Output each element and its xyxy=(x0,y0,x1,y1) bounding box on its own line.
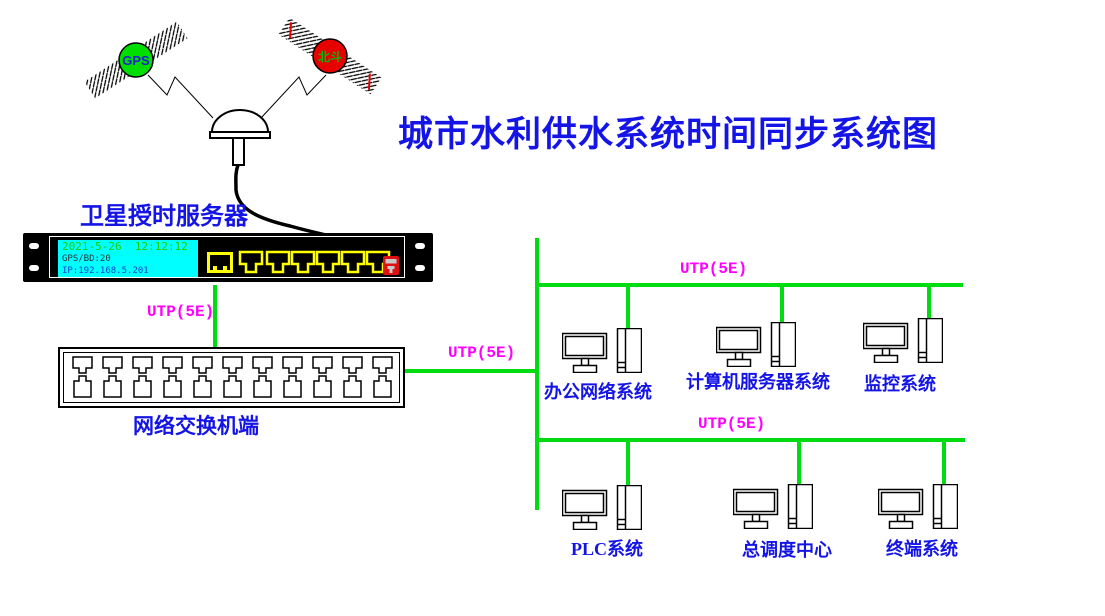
computer-icon xyxy=(562,328,642,373)
computer-icon xyxy=(878,484,958,529)
time-server-label: 卫星授时服务器 xyxy=(80,204,248,230)
gps-signal-zigzag xyxy=(147,74,214,119)
network-switch xyxy=(58,347,405,408)
utp-label-top-bus: UTP(5E) xyxy=(680,260,748,278)
switch-port-pair-icon xyxy=(312,356,333,398)
drop-cable-dispatch xyxy=(797,442,801,486)
cable-switch-to-backbone xyxy=(405,369,537,373)
time-server-rack: 2021-5-26 12:12:12 GPS/BD:20 IP:192.168.… xyxy=(23,233,433,282)
rj45-jack-icon xyxy=(207,252,233,273)
drop-cable-terminal xyxy=(942,442,946,486)
lcd-signal-count: GPS/BD:20 xyxy=(62,254,111,264)
switch-port-pair-icon xyxy=(252,356,273,398)
switch-port-pair-icon xyxy=(162,356,183,398)
drop-cable-plc xyxy=(626,442,630,487)
rj45-port-icon xyxy=(315,250,341,274)
lcd-ip-address: IP:192.168.5.201 xyxy=(62,266,149,276)
switch-port-pair-icon xyxy=(72,356,93,398)
top-bus-line xyxy=(537,283,963,287)
switch-port-pair-icon xyxy=(282,356,303,398)
switch-port-pair-icon xyxy=(192,356,213,398)
node-label-office: 办公网络系统 xyxy=(544,382,652,402)
beidou-satellite-icon: 北斗 xyxy=(278,17,382,95)
rj45-port-icon xyxy=(265,250,291,274)
switch-port-pair-icon xyxy=(102,356,123,398)
rack-front-frame xyxy=(49,236,405,278)
drop-cable-server-sys xyxy=(780,287,784,324)
antenna-cable xyxy=(234,164,331,238)
rj45-port-icon xyxy=(340,250,366,274)
beidou-signal-zigzag xyxy=(260,74,327,119)
gps-satellite-label: GPS xyxy=(122,53,150,68)
gps-satellite-icon: GPS xyxy=(84,21,188,99)
switch-port-pair-icon xyxy=(342,356,363,398)
rack-port-panel xyxy=(207,250,399,275)
satellite-antenna-scene: GPS 北斗 xyxy=(84,17,382,238)
cable-server-to-switch xyxy=(213,285,217,347)
beidou-satellite-label: 北斗 xyxy=(318,49,342,64)
rack-ear-hole xyxy=(415,265,425,271)
network-switch-label: 网络交换机端 xyxy=(133,414,259,438)
node-label-plc: PLC系统 xyxy=(571,539,643,559)
lcd-display: 2021-5-26 12:12:12 GPS/BD:20 IP:192.168.… xyxy=(58,240,198,277)
lcd-datetime: 2021-5-26 12:12:12 xyxy=(62,240,188,253)
rack-ear-hole xyxy=(29,243,39,249)
switch-port-pair-icon xyxy=(132,356,153,398)
node-label-terminal: 终端系统 xyxy=(886,539,958,559)
switch-port-pair-icon xyxy=(372,356,393,398)
rack-ear-hole xyxy=(415,243,425,249)
page-title: 城市水利供水系统时间同步系统图 xyxy=(398,115,939,154)
utp-label-bottom-bus: UTP(5E) xyxy=(698,415,766,433)
computer-icon xyxy=(562,485,642,530)
utp-label-server-switch: UTP(5E) xyxy=(147,303,215,321)
power-connector-icon xyxy=(383,256,399,275)
drop-cable-monitoring xyxy=(927,287,931,320)
rack-ear-hole xyxy=(29,265,39,271)
computer-icon xyxy=(716,322,796,367)
utp-label-switch-backbone: UTP(5E) xyxy=(448,344,516,362)
drop-cable-office xyxy=(626,287,630,330)
rj45-port-icon xyxy=(238,250,264,274)
rj45-port-icon xyxy=(290,250,316,274)
computer-icon xyxy=(733,484,813,529)
computer-icon xyxy=(863,318,943,363)
switch-port-panel xyxy=(63,352,400,403)
gps-antenna-icon xyxy=(209,109,271,166)
bottom-bus-line xyxy=(537,438,965,442)
node-label-dispatch: 总调度中心 xyxy=(742,540,832,560)
node-label-server-sys: 计算机服务器系统 xyxy=(686,372,830,392)
switch-port-pair-icon xyxy=(222,356,243,398)
backbone-trunk-line xyxy=(535,238,539,510)
node-label-monitoring: 监控系统 xyxy=(864,374,936,394)
